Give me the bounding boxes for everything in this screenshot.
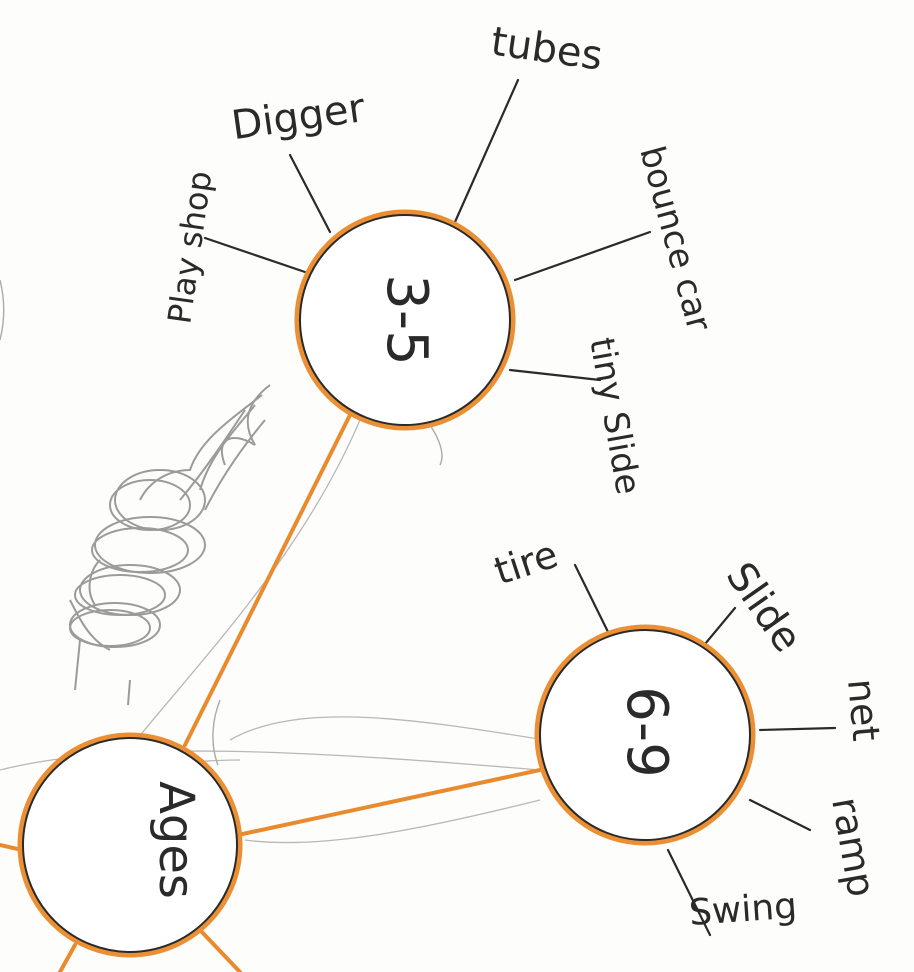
branch-label-slide: Slide (717, 554, 811, 660)
pencil-marks (0, 279, 443, 766)
pencil-scribble-drawing (69, 384, 271, 706)
node-label-6-9: 6-9 (614, 686, 679, 777)
branch-label-bounce-car: bounce car (631, 142, 719, 335)
connector-ages-bottom-left (58, 943, 77, 972)
connector-ages-bottom (198, 928, 242, 972)
branch-label-swing: Swing (688, 886, 799, 934)
connector-ages-to-6-9 (236, 768, 542, 837)
node-6-9: 6-9 (534, 624, 756, 846)
node-label-3-5: 3-5 (374, 274, 439, 365)
central-node-label: Ages (148, 781, 204, 899)
branch-label-tire: tire (489, 532, 563, 594)
connector-ages-to-3-5 (183, 413, 352, 747)
branch-label-play-shop: Play shop (160, 169, 219, 327)
branch-label-tubes: tubes (488, 19, 605, 80)
branch-label-net: net (839, 677, 888, 743)
branch-label-tiny-slide: tiny Slide (581, 335, 648, 498)
branch-label-digger: Digger (229, 85, 368, 149)
branch-label-ramp: ramp (823, 794, 884, 900)
connector-lines (0, 413, 542, 972)
node-3-5: 3-5 (294, 209, 516, 431)
central-node-ages: Ages (17, 732, 243, 958)
branches-3-5-lines (203, 78, 652, 382)
